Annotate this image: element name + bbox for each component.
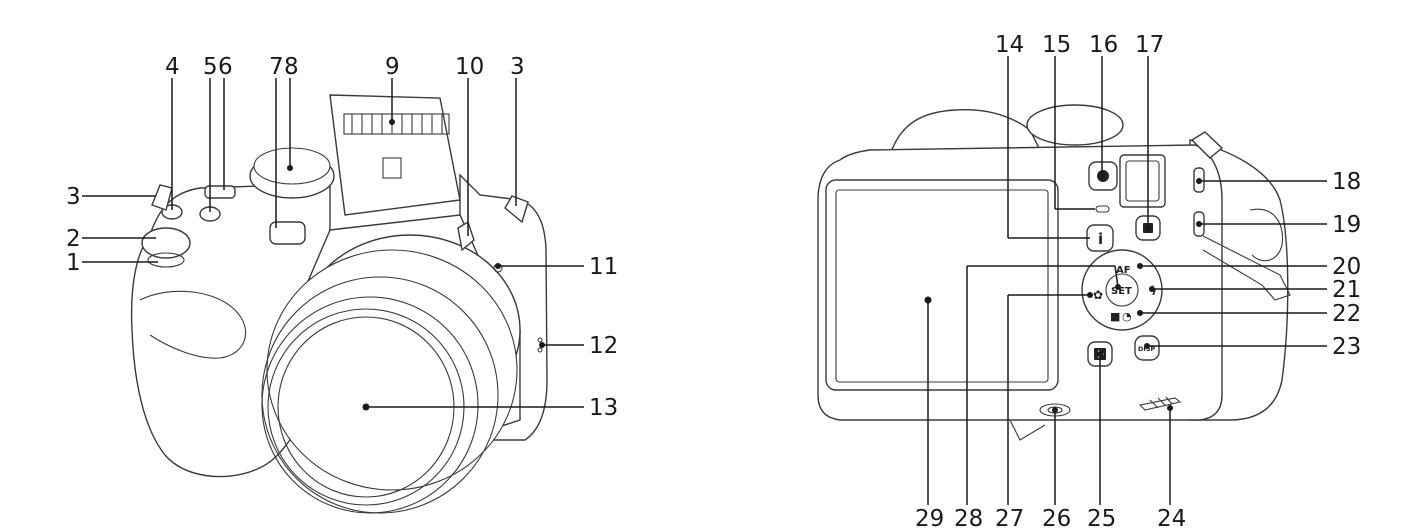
callout-23: 23 <box>1332 334 1361 360</box>
callout-25: 25 <box>1087 506 1116 532</box>
set-button-text: SET <box>1111 286 1132 297</box>
front-leader-lines <box>82 78 584 411</box>
callout-17: 17 <box>1135 32 1164 58</box>
info-button-text: i <box>1098 230 1103 248</box>
callout-24: 24 <box>1157 506 1186 532</box>
callout-5: 5 <box>203 54 218 80</box>
callout-1: 1 <box>66 250 81 276</box>
disp-button-text: DISP <box>1138 345 1155 353</box>
callout-27: 27 <box>995 506 1024 532</box>
callout-14: 14 <box>995 32 1024 58</box>
callout-16: 16 <box>1089 32 1118 58</box>
callout-28: 28 <box>954 506 983 532</box>
callout-19: 19 <box>1332 212 1361 238</box>
callout-18: 18 <box>1332 169 1361 195</box>
callout-20: 20 <box>1332 254 1361 280</box>
callout-12: 12 <box>589 333 618 359</box>
back-callout-labels: 14 15 16 17 18 19 20 21 22 23 24 25 26 2… <box>915 32 1361 532</box>
front-callout-labels: 1 2 3 4 5 6 7 8 9 10 3 11 12 13 <box>66 54 618 421</box>
callout-7: 7 <box>269 54 284 80</box>
callout-13: 13 <box>589 395 618 421</box>
callout-2: 2 <box>66 226 81 252</box>
back-leader-lines <box>924 56 1327 505</box>
delete-icon: ■ <box>1110 310 1120 323</box>
callout-4: 4 <box>165 54 180 80</box>
af-button-text: AF <box>1116 265 1131 276</box>
timer-icon: ◔ <box>1122 310 1132 323</box>
callout-10: 10 <box>455 54 484 80</box>
callout-29: 29 <box>915 506 944 532</box>
callout-22: 22 <box>1332 301 1361 327</box>
callout-15: 15 <box>1042 32 1071 58</box>
callout-21: 21 <box>1332 277 1361 303</box>
callout-11: 11 <box>589 254 618 280</box>
back-camera-illustration: i SET AF ϟ ✿ ◔ ■ DISP <box>817 104 1291 441</box>
callout-9: 9 <box>385 54 400 80</box>
callout-6: 6 <box>218 54 233 80</box>
callout-26: 26 <box>1042 506 1071 532</box>
macro-icon: ✿ <box>1093 288 1103 302</box>
callout-3-right: 3 <box>510 54 525 80</box>
front-camera-illustration <box>130 94 548 514</box>
callout-3-left: 3 <box>66 184 81 210</box>
callout-8: 8 <box>284 54 299 80</box>
